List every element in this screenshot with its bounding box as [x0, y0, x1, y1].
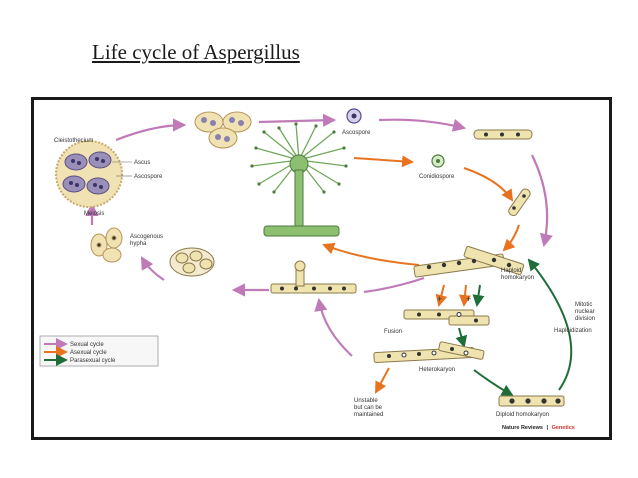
label-haploid-1: Haploid: [501, 268, 521, 274]
ascospore-top-illustration: [346, 108, 362, 124]
label-fusion: Fusion: [384, 329, 402, 335]
label-haploid-2: homokaryon: [501, 275, 534, 281]
label-unstable-1: Unstable: [354, 398, 378, 404]
legend: Sexual cycle Asexual cycle Parasexual cy…: [39, 335, 159, 367]
label-diploid: Diploid homokaryon: [496, 412, 549, 418]
label-ascospore-top: Ascospore: [342, 130, 371, 136]
arrow-germ-to-haploid: [502, 224, 520, 252]
germinating-hypha-illustration: [473, 129, 533, 217]
arrow-cleisto-to-ascus: [115, 118, 187, 142]
label-meiosis: Meiosis: [84, 211, 104, 217]
arrow-haploid-down-1: [435, 284, 448, 307]
diploid-homokaryon-illustration: [498, 395, 565, 407]
credit-line: Nature Reviews | Genetics: [502, 425, 575, 431]
credit-source: Nature Reviews: [502, 425, 543, 431]
conidiophore-illustration: [250, 122, 348, 237]
arrow-conidiophore-to-spore: [353, 155, 414, 168]
arrow-heterokaryon-to-diploid: [473, 369, 514, 396]
arrow-haploid-down-2: [459, 284, 471, 307]
label-mitotic-3: division: [575, 316, 595, 322]
label-mitotic-2: nuclear: [575, 309, 595, 315]
label-mitotic-1: Mitotic: [575, 302, 592, 308]
haploid-homokaryon-illustration: [413, 245, 525, 278]
label-conidiospore: Conidiospore: [419, 174, 455, 180]
arrow-ascospore-to-hypha: [378, 118, 467, 132]
arrow-haploid-to-fusion: [472, 284, 485, 307]
asci-illustration: [194, 111, 252, 149]
arrow-fusion-to-heterokaryon: [455, 327, 468, 348]
coiled-hypha-illustration: [169, 247, 215, 277]
arrow-right-arc: [531, 154, 553, 248]
arrow-heterokaryon-up: [314, 297, 353, 357]
label-unstable-2: but can be: [354, 405, 383, 411]
ascogenous-hypha-illustration: [90, 227, 123, 263]
cleistothecium-illustration: [55, 140, 132, 208]
arrow-haploid-to-left: [363, 276, 425, 294]
label-heterokaryon: Heterokaryon: [419, 367, 455, 373]
plus-sign-2: +: [466, 294, 471, 304]
parasexual-cycle-arrows: [455, 258, 573, 396]
legend-label-asexual: Asexual cycle: [70, 350, 107, 356]
aspergillus-life-cycle-diagram: Cleistothecium Ascus Ascospore Meiosis A…: [39, 108, 595, 431]
label-unstable-3: maintained: [354, 412, 383, 418]
figure-frame: Cleistothecium Ascus Ascospore Meiosis A…: [31, 97, 612, 440]
slide-title: Life cycle of Aspergillus: [92, 40, 300, 64]
credit-journal: Genetics: [552, 425, 575, 431]
label-cleistothecium: Cleistothecium: [54, 138, 93, 144]
conidiospore-illustration: [431, 154, 445, 168]
label-ascogenous-1: Ascogenous: [130, 234, 163, 240]
arrow-haploid-to-conidiophore: [322, 242, 420, 266]
arrow-diploid-to-haploid: [527, 258, 573, 391]
arrow-ascus-to-ascospore: [258, 113, 337, 127]
sexual-cycle-arrows: [85, 113, 553, 357]
arrow-coiled-to-ascogenous: [140, 256, 165, 281]
label-ascospore: Ascospore: [134, 174, 163, 180]
label-ascus: Ascus: [134, 160, 150, 166]
plus-sign-1: +: [437, 294, 442, 304]
legend-label-parasexual: Parasexual cycle: [70, 358, 116, 364]
legend-label-sexual: Sexual cycle: [70, 342, 104, 348]
asexual-cycle-arrows: [322, 155, 520, 394]
branched-hypha-illustration: [270, 260, 357, 294]
credit-separator: |: [547, 425, 549, 431]
label-ascogenous-2: hypha: [130, 241, 147, 247]
label-haploidization: Haploidization: [554, 328, 592, 334]
arrow-spore-to-germ: [463, 167, 514, 202]
heterokaryon-illustration: [373, 341, 485, 364]
arrow-to-unstable: [375, 367, 390, 394]
fusion-illustration: + +: [403, 294, 490, 326]
